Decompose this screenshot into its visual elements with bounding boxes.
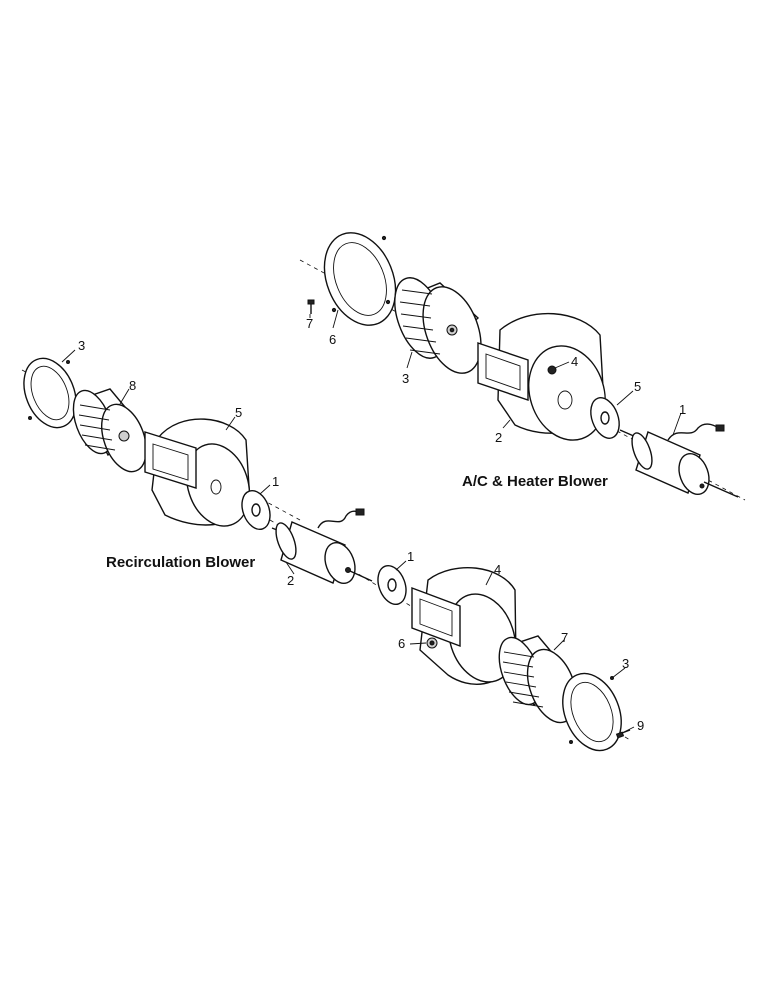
callout-lower-housing: 4 [494,562,501,577]
callout-ac-ring: 6 [329,332,336,347]
callout-left-ring: 3 [78,338,85,353]
ac-heater-blower-assembly [299,232,746,501]
callout-ac-screw: 7 [306,316,313,331]
lower-gasket [377,564,407,606]
ac-blower-housing [477,312,606,441]
callout-lower-gasket: 1 [407,549,414,564]
left-blower-wheel [72,388,147,473]
ac-motor [619,423,739,498]
recirculation-blower-title: Recirculation Blower [106,554,255,571]
callout-ac-housing-hole: 4 [571,354,578,369]
callout-lower-screw: 9 [637,718,644,733]
callout-left-housing: 5 [235,405,242,420]
callout-lower-motor: 2 [287,573,294,588]
ac-gasket [590,397,620,439]
lower-motor [271,508,373,585]
callout-ac-gasket: 5 [634,379,641,394]
left-mounting-ring [23,357,77,429]
leader-lines [61,309,682,733]
ac-blower-wheel [394,277,482,374]
left-blower-housing [144,418,251,527]
recirculation-upper-assembly [21,357,301,531]
recirculation-lower-assembly [269,508,631,752]
ac-heater-blower-title: A/C & Heater Blower [462,473,608,490]
lower-mounting-ring [562,672,622,752]
callout-left-gasket: 1 [272,474,279,489]
callout-ac-wheel: 3 [402,371,409,386]
ac-mounting-ring [323,232,397,326]
callout-numbers: 6 7 3 4 5 2 1 3 8 5 1 2 1 4 6 7 3 9 [78,316,686,733]
callout-ac-motor: 1 [679,402,686,417]
callout-lower-wheel: 7 [561,630,568,645]
callout-left-wheel: 8 [129,378,136,393]
callout-ac-housing: 2 [495,430,502,445]
left-gasket [241,489,271,531]
callout-lower-housing-hole: 6 [398,636,405,651]
callout-lower-ring: 3 [622,656,629,671]
ac-screw [307,299,315,314]
